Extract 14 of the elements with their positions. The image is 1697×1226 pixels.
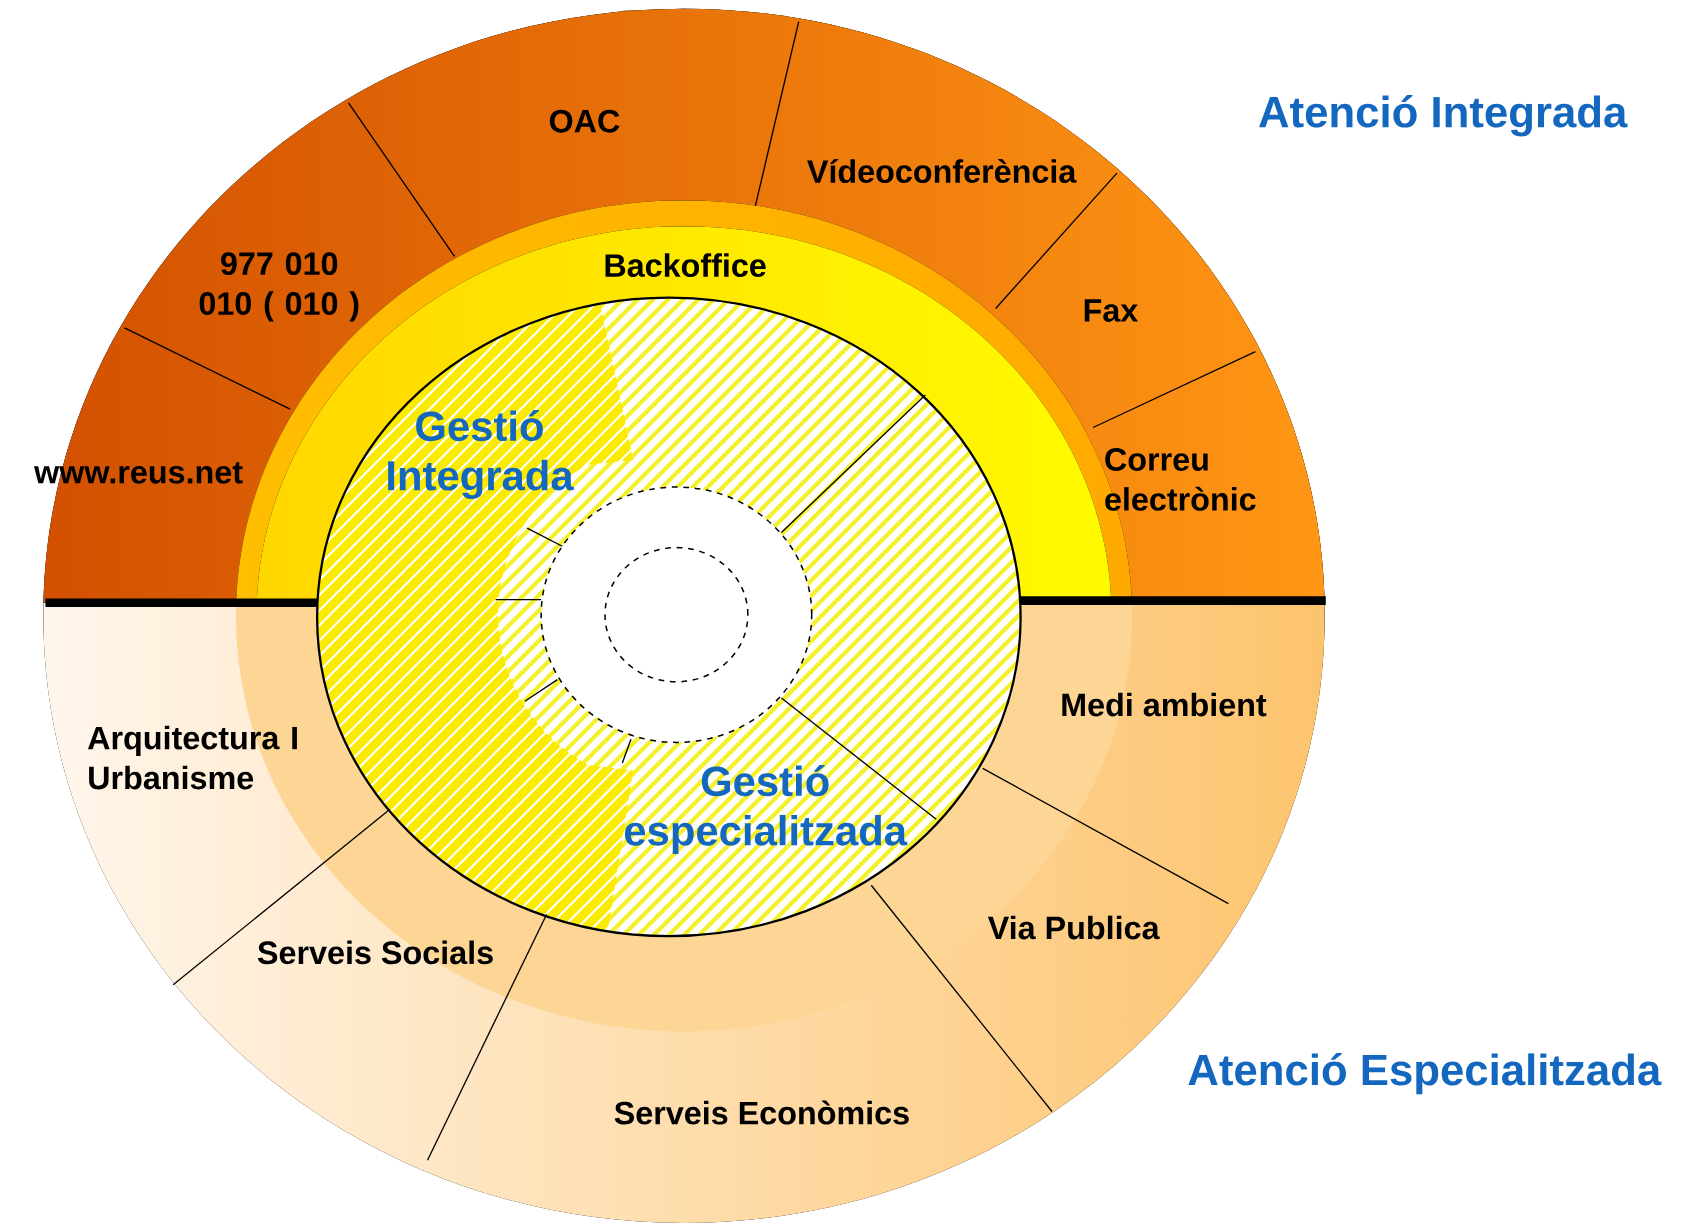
segment-label: OAC — [549, 109, 620, 133]
segment-label: Arquitectura I Urbanisme — [87, 725, 297, 790]
heading-label: Atenció Integrada — [1259, 95, 1628, 137]
segment-label: Serveis Econòmics — [614, 1100, 909, 1125]
segment-label: Fax — [1084, 299, 1139, 322]
segment-label: Via Publica — [987, 915, 1160, 940]
segment-label: 977 010 010 ( 010 ) — [199, 252, 359, 322]
segment-label: Correu electrònic — [1105, 447, 1256, 511]
segment-label: Vídeoconferència — [807, 158, 1077, 183]
segment-label: Serveis Socials — [257, 940, 493, 965]
segment-label: Backoffice — [605, 253, 766, 277]
dashed-circle — [604, 546, 749, 683]
segment-label: Medi ambient — [1062, 692, 1267, 717]
heading-label: Atenció Especialitzada — [1188, 1052, 1662, 1095]
